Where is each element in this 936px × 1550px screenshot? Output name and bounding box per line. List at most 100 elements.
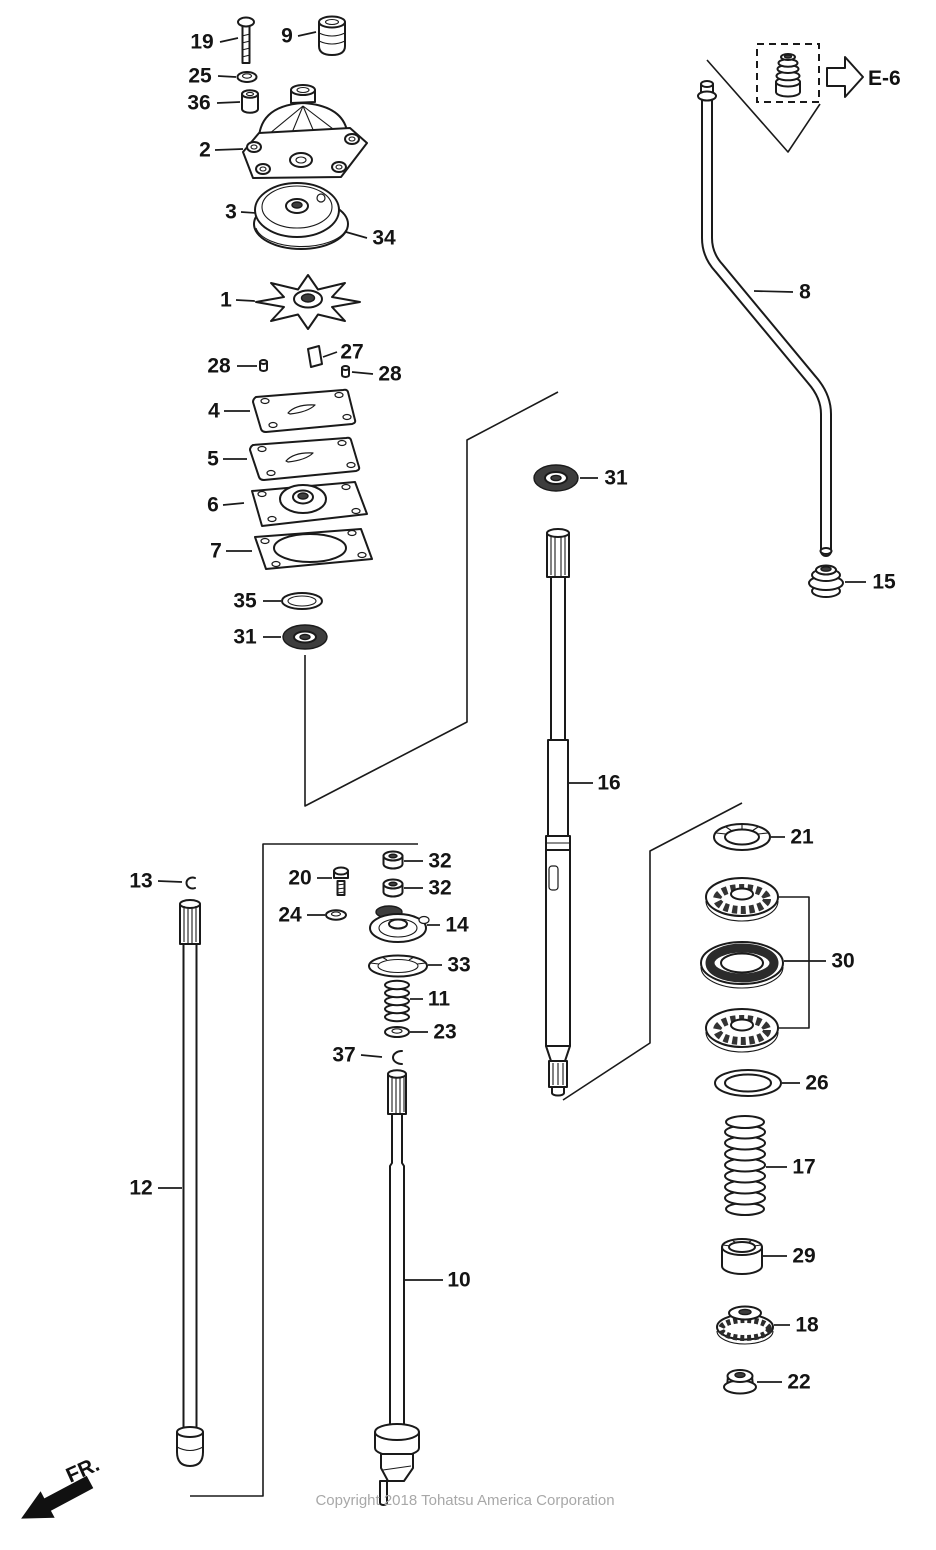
part-25-washer bbox=[236, 71, 258, 83]
reference-line-bearing-stack bbox=[562, 802, 743, 1101]
part-callout-21: 21 bbox=[790, 826, 814, 849]
part-callout-12: 12 bbox=[129, 1177, 152, 1200]
part-33-washer bbox=[368, 954, 428, 978]
part-6-pump-base bbox=[251, 481, 368, 527]
part-callout-9: 9 bbox=[281, 25, 293, 48]
part-callout-15: 15 bbox=[872, 571, 896, 594]
part-callout-2: 2 bbox=[199, 139, 211, 162]
part-28-pin-left bbox=[259, 359, 268, 372]
part-callout-3: 3 bbox=[225, 201, 237, 224]
part-1-impeller bbox=[255, 274, 361, 330]
leader-line-1 bbox=[235, 299, 256, 302]
part-36-spacer bbox=[241, 89, 259, 114]
fr-arrow-icon bbox=[21, 1475, 94, 1519]
part-callout-16: 16 bbox=[597, 772, 620, 795]
part-callout-10: 10 bbox=[447, 1269, 470, 1292]
part-callout-17: 17 bbox=[792, 1156, 815, 1179]
part-callout-34: 34 bbox=[372, 227, 396, 250]
part-10-pump-driveshaft bbox=[374, 1069, 420, 1506]
part-callout-19: 19 bbox=[190, 31, 213, 54]
part-26-washer bbox=[714, 1069, 782, 1097]
part-callout-33: 33 bbox=[447, 954, 470, 977]
reference-line-seal-stack bbox=[304, 391, 559, 807]
e6-reference: E-6 bbox=[756, 43, 901, 103]
part-35-o-ring bbox=[281, 592, 323, 610]
bracket-bearing-set-30 bbox=[779, 896, 810, 1029]
part-12-lower-driveshaft bbox=[176, 899, 204, 1467]
part-callout-31: 31 bbox=[604, 467, 628, 490]
part-callout-18: 18 bbox=[795, 1314, 819, 1337]
part-callout-27: 27 bbox=[340, 341, 363, 364]
part-3-pump-liner bbox=[254, 182, 340, 238]
part-32-nut-bottom bbox=[382, 878, 404, 898]
e6-label: E-6 bbox=[868, 67, 901, 90]
part-2-water-pump-housing bbox=[242, 84, 368, 179]
part-callout-24: 24 bbox=[278, 904, 302, 927]
part-30-bearing-lower bbox=[705, 1008, 779, 1053]
part-14-oil-pump-housing bbox=[369, 905, 430, 943]
part-callout-14: 14 bbox=[445, 914, 469, 937]
leader-line-6 bbox=[222, 502, 245, 506]
leader-line-13 bbox=[157, 880, 183, 883]
fr-label: FR. bbox=[63, 1453, 103, 1488]
leader-line-2 bbox=[214, 148, 244, 151]
part-callout-31: 31 bbox=[233, 626, 257, 649]
part-24-washer bbox=[325, 909, 347, 921]
part-32-nut-top bbox=[382, 850, 404, 870]
fr-marker: FR. bbox=[21, 1453, 103, 1519]
part-29-bushing bbox=[721, 1238, 763, 1275]
part-callout-29: 29 bbox=[792, 1245, 815, 1268]
part-11-spring bbox=[384, 979, 410, 1023]
part-callout-35: 35 bbox=[233, 590, 257, 613]
part-8-shift-rod bbox=[697, 80, 833, 557]
leader-line-8 bbox=[753, 290, 794, 293]
part-15-bushing bbox=[808, 564, 844, 598]
part-37-clip bbox=[392, 1050, 403, 1065]
part-19-screw bbox=[237, 16, 255, 64]
part-callout-1: 1 bbox=[220, 289, 232, 312]
reference-line-e6 bbox=[706, 59, 821, 153]
part-callout-7: 7 bbox=[210, 540, 222, 563]
part-callout-28: 28 bbox=[207, 355, 231, 378]
leader-line-36 bbox=[216, 101, 241, 104]
part-callout-36: 36 bbox=[187, 92, 210, 115]
part-30-bearing-race bbox=[700, 941, 784, 989]
part-callout-25: 25 bbox=[188, 65, 212, 88]
leader-line-28 bbox=[351, 371, 374, 375]
leader-line-9 bbox=[297, 31, 317, 37]
e6-arrow-icon bbox=[826, 56, 864, 98]
part-callout-22: 22 bbox=[787, 1371, 810, 1394]
part-5-gasket bbox=[249, 436, 361, 481]
part-30-bearing-upper bbox=[705, 877, 779, 922]
part-callout-32: 32 bbox=[428, 877, 451, 900]
part-13-clip bbox=[185, 876, 196, 890]
part-callout-28: 28 bbox=[378, 363, 402, 386]
part-20-bolt bbox=[333, 866, 349, 896]
part-callout-32: 32 bbox=[428, 850, 451, 873]
part-31-oil-seal-mid bbox=[533, 464, 579, 492]
part-21-thrust-washer bbox=[713, 823, 771, 851]
part-callout-37: 37 bbox=[332, 1044, 355, 1067]
part-9-grommet bbox=[318, 15, 346, 56]
part-callout-11: 11 bbox=[428, 988, 451, 1011]
part-callout-5: 5 bbox=[207, 448, 219, 471]
part-e6-plug bbox=[775, 53, 801, 98]
part-callout-6: 6 bbox=[207, 494, 219, 517]
leader-line-3 bbox=[240, 211, 257, 214]
part-callout-13: 13 bbox=[129, 870, 152, 893]
part-callout-8: 8 bbox=[799, 281, 811, 304]
part-callout-26: 26 bbox=[805, 1072, 828, 1095]
part-callout-4: 4 bbox=[208, 400, 220, 423]
part-4-plate bbox=[252, 388, 357, 433]
part-28-pin-right bbox=[341, 365, 350, 378]
leader-line-34 bbox=[345, 231, 368, 239]
leader-line-19 bbox=[219, 37, 239, 43]
part-17-spring bbox=[724, 1115, 766, 1216]
leader-line-27 bbox=[322, 351, 338, 358]
part-callout-30: 30 bbox=[831, 950, 854, 973]
part-16-driveshaft bbox=[545, 528, 571, 1097]
e6-dashed-box bbox=[756, 43, 820, 103]
part-27-key bbox=[307, 345, 323, 368]
